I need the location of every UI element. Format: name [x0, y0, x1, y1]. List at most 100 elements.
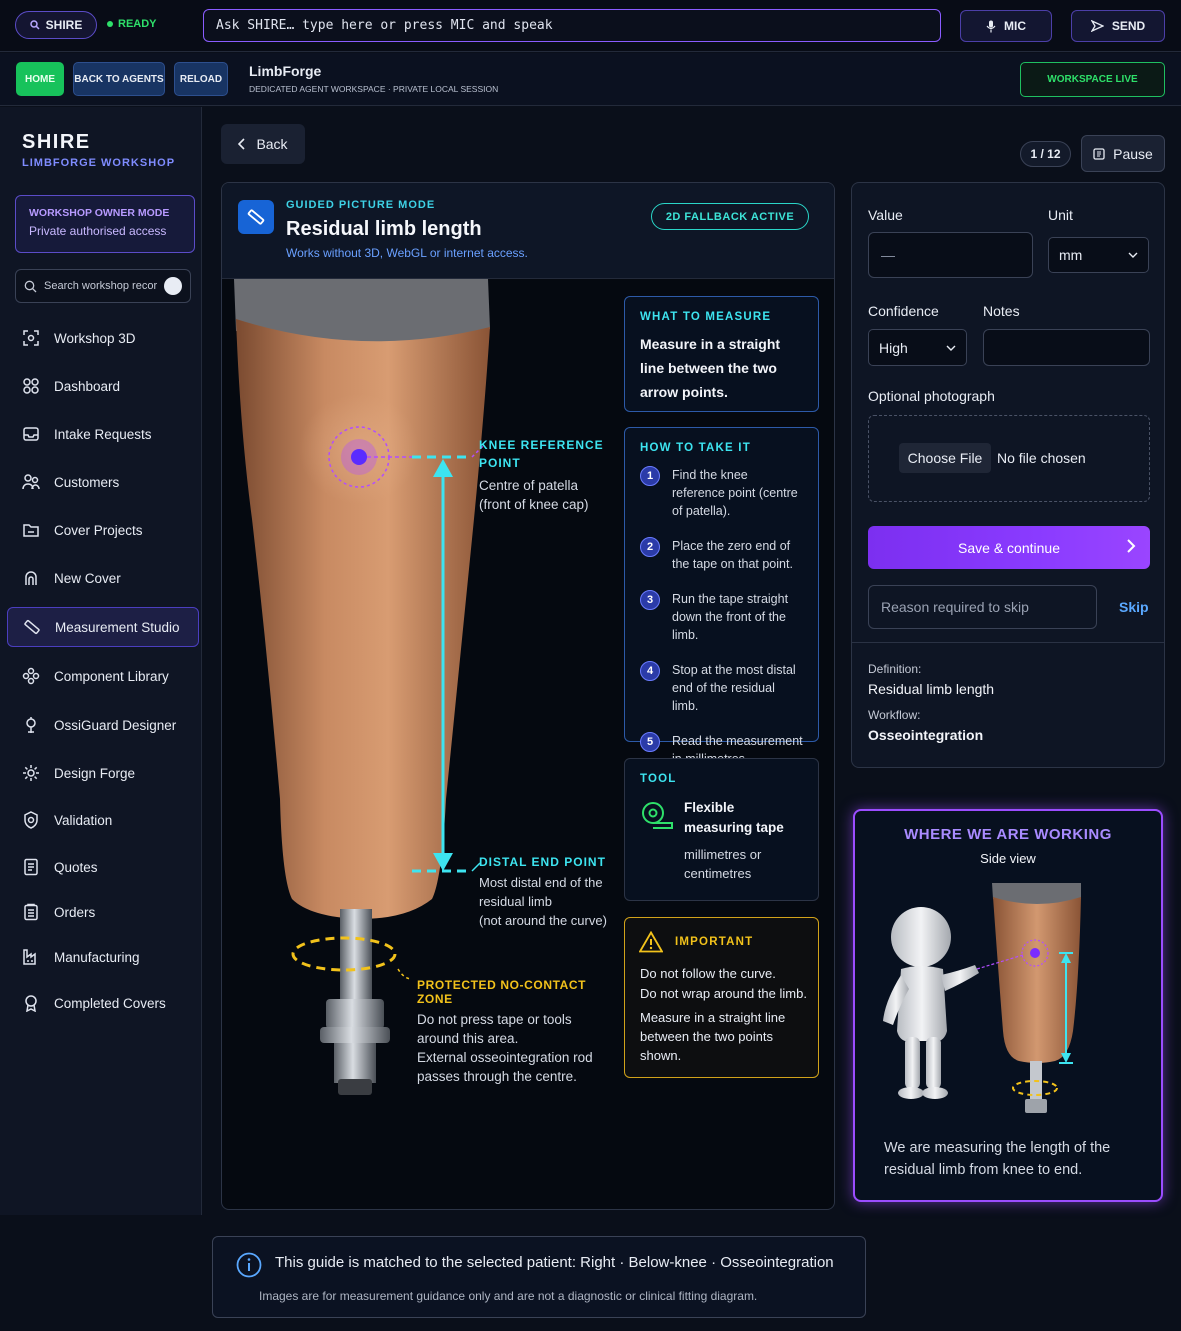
patient-match-text: This guide is matched to the selected pa…	[275, 1254, 834, 1271]
step-text: Run the tape straight down the front of …	[672, 592, 789, 642]
value-input[interactable]: —	[868, 232, 1033, 278]
where-we-are-working-card: WHERE WE ARE WORKING Side view	[853, 809, 1163, 1202]
sidebar-item-completed-covers[interactable]: Completed Covers	[7, 983, 199, 1023]
sidebar-item-dashboard[interactable]: Dashboard	[7, 366, 199, 406]
sidebar-item-label: Dashboard	[54, 378, 121, 394]
skip-button[interactable]: Skip	[1119, 599, 1149, 615]
ruler-icon	[238, 200, 274, 234]
reload-button[interactable]: RELOAD	[174, 62, 228, 96]
scan-icon	[23, 330, 39, 346]
shire-button[interactable]: SHIRE	[15, 11, 97, 39]
no-contact-zone-description: Do not press tape or tools around this ar…	[417, 1010, 617, 1086]
bolt-icon	[26, 717, 36, 733]
sidebar-item-intake-requests[interactable]: Intake Requests	[7, 414, 199, 454]
guide-header: GUIDED PICTURE MODE Residual limb length…	[222, 183, 834, 279]
clipboard-icon	[24, 903, 38, 921]
document-icon	[24, 858, 38, 876]
shire-label: SHIRE	[45, 18, 83, 32]
sidebar-item-workshop-3d[interactable]: Workshop 3D	[7, 318, 199, 358]
sidebar-item-label: Manufacturing	[54, 949, 140, 965]
sidebar-item-design-forge[interactable]: Design Forge	[7, 753, 199, 793]
send-button[interactable]: SEND	[1071, 10, 1165, 42]
what-to-measure-text: Measure in a straight line between the t…	[640, 336, 781, 400]
sidebar-item-orders[interactable]: Orders	[7, 892, 199, 932]
owner-mode-title: WORKSHOP OWNER MODE	[29, 207, 170, 219]
home-button[interactable]: HOME	[16, 62, 64, 96]
status-indicator: READY	[107, 18, 157, 30]
photo-upload-dropzone[interactable]: Choose File No file chosen	[868, 415, 1150, 502]
pause-button[interactable]: Pause	[1081, 135, 1165, 172]
important-line: Do not follow the curve.	[640, 966, 776, 981]
confidence-label: Confidence	[868, 303, 939, 319]
sidebar-item-label: Cover Projects	[54, 522, 143, 538]
unit-select[interactable]: mm	[1048, 237, 1149, 273]
sidebar-item-label: Customers	[54, 474, 120, 490]
sidebar-search-input[interactable]	[44, 280, 157, 292]
no-contact-line1: Do not press tape or tools	[417, 1012, 572, 1027]
important-title: IMPORTANT	[675, 936, 754, 948]
sidebar-item-label: Intake Requests	[54, 426, 152, 442]
sidebar-item-measurement-studio[interactable]: Measurement Studio	[7, 607, 199, 647]
back-button[interactable]: Back	[221, 124, 305, 164]
warning-icon	[639, 931, 663, 953]
guide-subtitle: Works without 3D, WebGL or internet acce…	[286, 246, 528, 260]
important-line: Measure in a straight line between the t…	[640, 1010, 786, 1063]
sidebar-item-cover-projects[interactable]: Cover Projects	[7, 510, 199, 550]
no-file-text: No file chosen	[997, 450, 1086, 466]
send-icon	[1090, 20, 1104, 32]
microphone-icon	[986, 20, 996, 32]
ask-input[interactable]	[203, 9, 941, 42]
sidebar-item-ossiguard-designer[interactable]: OssiGuard Designer	[7, 705, 199, 745]
inbox-icon	[23, 427, 39, 441]
search-icon	[24, 280, 37, 292]
unit-label: Unit	[1048, 207, 1073, 223]
sidebar-brand: SHIRE	[22, 131, 91, 153]
shield-plus-icon	[25, 571, 37, 585]
search-toggle[interactable]	[164, 277, 182, 295]
chevron-down-icon	[1128, 252, 1138, 258]
knee-reference-title-line1: KNEE REFERENCE	[479, 438, 604, 452]
save-label: Save & continue	[958, 539, 1060, 556]
workspace-bar: HOME BACK TO AGENTS RELOAD LimbForge DED…	[0, 53, 1181, 106]
unit-value: mm	[1059, 247, 1083, 263]
notes-input[interactable]	[983, 329, 1150, 366]
chevron-left-icon	[238, 138, 246, 150]
value-label: Value	[868, 207, 903, 223]
workspace-live-badge: WORKSPACE LIVE	[1020, 62, 1165, 97]
mic-button[interactable]: MIC	[960, 10, 1052, 42]
divider	[852, 642, 1164, 643]
sidebar-item-label: Quotes	[54, 859, 98, 875]
no-contact-line2: around this area.	[417, 1031, 519, 1046]
sidebar-item-quotes[interactable]: Quotes	[7, 847, 199, 887]
workspace-subtitle: DEDICATED AGENT WORKSPACE · PRIVATE LOCA…	[249, 84, 499, 94]
confidence-select[interactable]: High	[868, 329, 967, 366]
chevron-right-icon	[1127, 539, 1136, 553]
sidebar-item-label: Measurement Studio	[55, 619, 180, 635]
knee-reference-description: Centre of patella(front of knee cap)	[479, 476, 609, 514]
what-to-measure-card: WHAT TO MEASURE Measure in a straight li…	[624, 296, 819, 412]
skip-reason-input[interactable]	[868, 585, 1097, 629]
sidebar-item-new-cover[interactable]: New Cover	[7, 558, 199, 598]
how-to-take-it-title: HOW TO TAKE IT	[640, 442, 751, 454]
ruler-icon	[24, 619, 40, 635]
step-text: Find the knee reference point (centre of…	[672, 468, 798, 518]
save-continue-button[interactable]: Save & continue	[868, 526, 1150, 569]
sidebar-item-manufacturing[interactable]: Manufacturing	[7, 937, 199, 977]
sidebar-item-component-library[interactable]: Component Library	[7, 656, 199, 696]
mic-label: MIC	[1004, 19, 1026, 33]
workspace-title: LimbForge	[249, 63, 322, 79]
back-to-agents-button[interactable]: BACK TO AGENTS	[73, 62, 165, 96]
choose-file-button[interactable]: Choose File	[899, 443, 991, 473]
distal-end-line2: residual limb	[479, 894, 552, 909]
shield-check-icon	[24, 811, 38, 829]
sidebar-item-customers[interactable]: Customers	[7, 462, 199, 502]
grid-icon	[23, 378, 39, 394]
side-view-illustration	[883, 883, 1081, 1113]
distal-end-title: DISTAL END POINT	[479, 855, 606, 869]
sidebar-item-validation[interactable]: Validation	[7, 800, 199, 840]
